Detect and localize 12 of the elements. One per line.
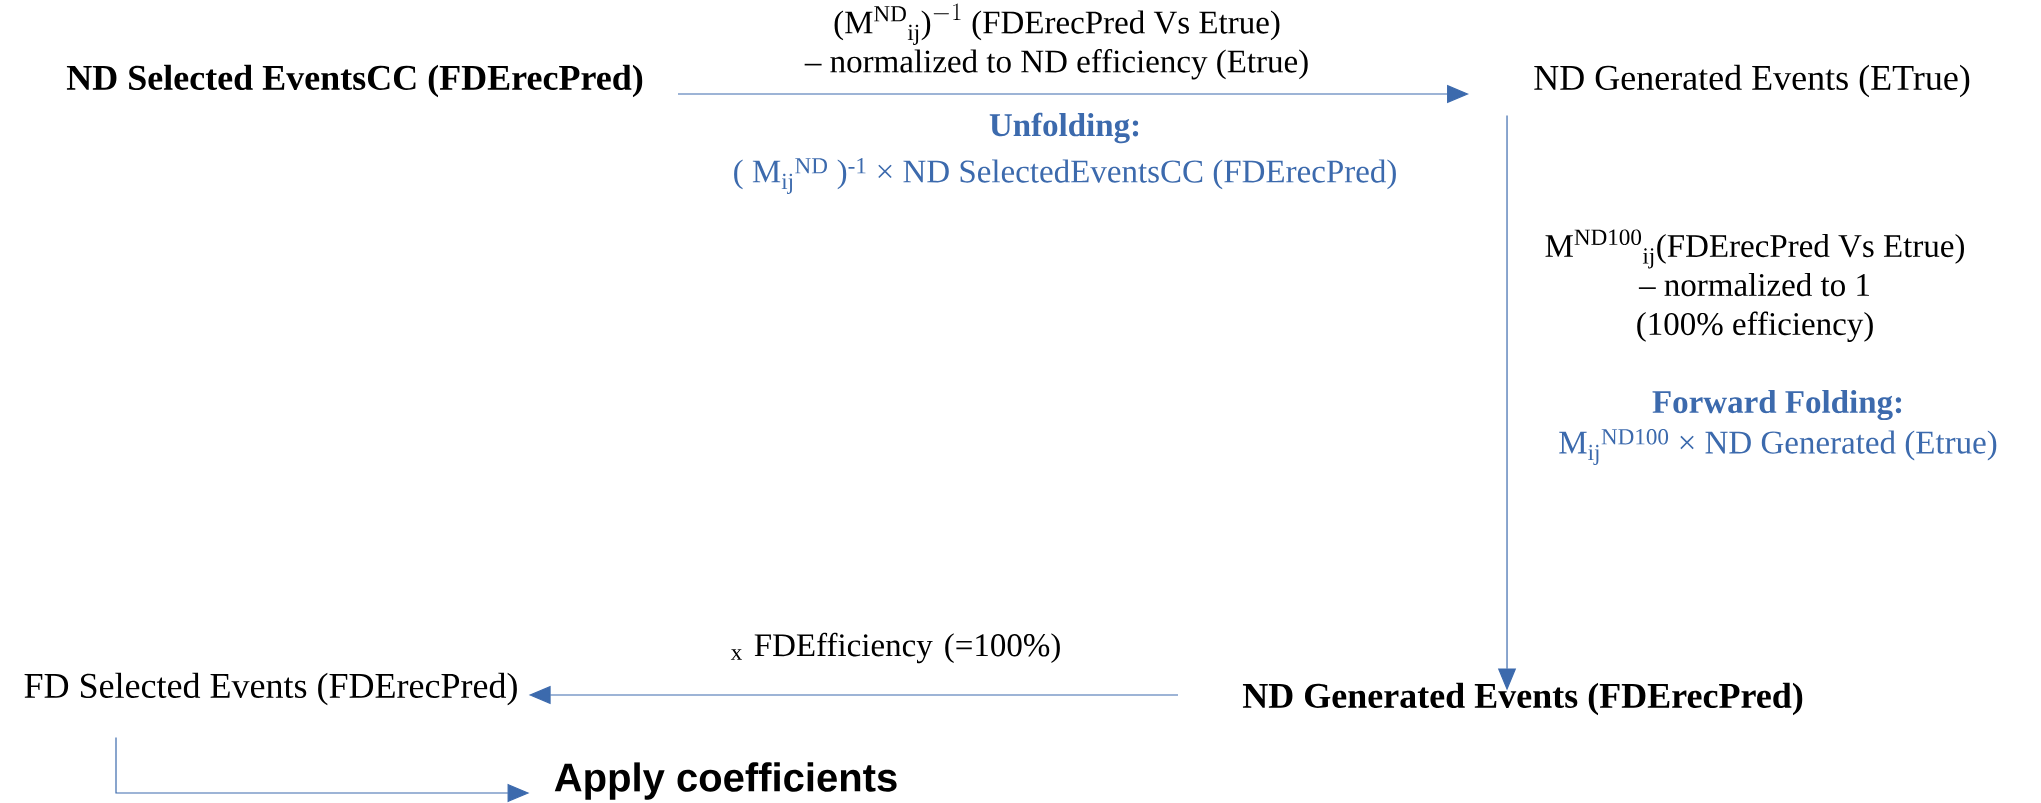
formula-text: ( M$_{ij}$$^{ND}$ )$^{-1}$ × ND SelectedEventsCC (FDErecPred) xyxy=(734,158,1396,194)
node-text: Apply coefficients xyxy=(554,762,897,800)
annotation-heading: Unfolding: xyxy=(989,112,1139,144)
node-text: ND Generated Events (ETrue) xyxy=(1534,64,1970,98)
formula-text: M$_{ij}$$^{ND100}$ × ND Generated (Etrue) xyxy=(1559,429,1997,466)
annotation-heading: Forward Folding: xyxy=(1652,389,1902,421)
edge-label: $\begin{array}{c}{\text{M}^{\text{ND100}}}_{\text{ij}}\text{(FDErecPred Vs Etrue)}\\ \text{– normalized to 1}\\ \text{(100\% efficiency)}\end{array}$ xyxy=(1545,229,1964,342)
node-text: ND Selected EventsCC (FDErecPred) xyxy=(66,64,643,98)
edge-label: $_{x}$ FDEfficiency (=100%) xyxy=(730,632,1060,664)
edge-label: $\begin{array}{c}\text{(}{\text{M}^{\text{ND}}}_{\text{ij}}\text{)}^{-1}\text{ (FDErecPred Vs Etrue)}\\ \text{– normalized to ND efficiency (Etrue)}\end{array}$ xyxy=(804,3,1308,80)
node-text: ND Generated Events (FDErecPred) xyxy=(1242,682,1803,716)
node-text: FD Selected Events (FDErecPred) xyxy=(24,672,517,706)
